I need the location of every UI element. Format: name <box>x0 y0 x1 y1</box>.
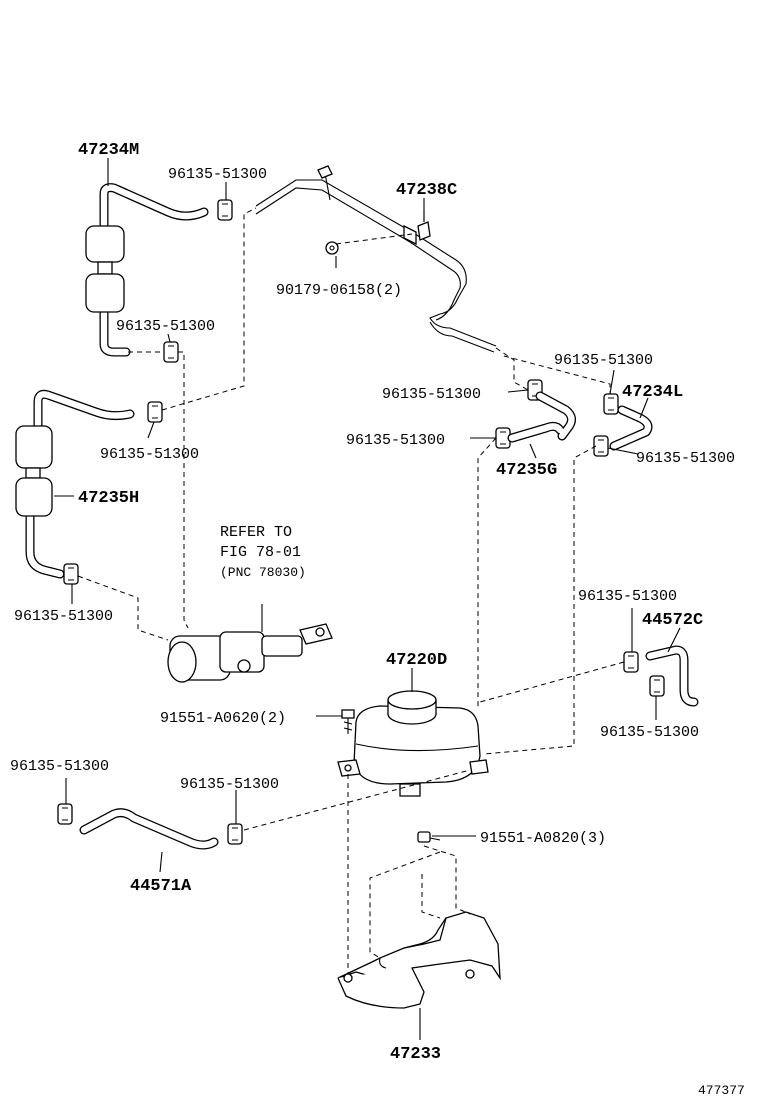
label-96135-h: 96135-51300 <box>14 608 113 625</box>
hose-44572C[interactable] <box>645 645 699 707</box>
hose-47234M[interactable] <box>85 183 209 357</box>
clamp-96135-b[interactable] <box>163 341 179 363</box>
label-refer-to: REFER TO <box>220 524 292 541</box>
label-47220D: 47220D <box>386 651 447 670</box>
label-96135-c: 96135-51300 <box>100 446 199 463</box>
label-96135-g: 96135-51300 <box>636 450 735 467</box>
label-91551-b: 91551-A0820(3) <box>480 830 606 847</box>
label-96135-d: 96135-51300 <box>382 386 481 403</box>
label-96135-b: 96135-51300 <box>116 318 215 335</box>
hose-47234L[interactable] <box>609 405 653 451</box>
label-refer-fig: FIG 78-01 <box>220 544 301 561</box>
figure-number: 477377 <box>698 1083 745 1098</box>
label-96135-k: 96135-51300 <box>10 758 109 775</box>
clamp-96135-j[interactable] <box>649 675 665 697</box>
hose-47235G[interactable] <box>507 391 576 443</box>
label-96135-e: 96135-51300 <box>554 352 653 369</box>
clamp-96135-l[interactable] <box>227 823 243 845</box>
label-96135-f: 96135-51300 <box>346 432 445 449</box>
leader-lines <box>54 158 681 1040</box>
pipe-47238C[interactable] <box>255 165 497 353</box>
clamp-96135-i[interactable] <box>623 651 639 673</box>
label-47234L: 47234L <box>622 383 683 402</box>
master-cylinder[interactable] <box>167 604 333 683</box>
label-refer-pnc: (PNC 78030) <box>220 565 306 580</box>
label-47234M: 47234M <box>78 141 139 160</box>
clamp-96135-g[interactable] <box>593 435 609 457</box>
label-47235G: 47235G <box>496 461 557 480</box>
bolt-91551-A0820[interactable] <box>417 831 441 843</box>
clamp-96135-a[interactable] <box>217 199 233 221</box>
label-44572C: 44572C <box>642 611 703 630</box>
label-47238C: 47238C <box>396 181 457 200</box>
label-96135-i: 96135-51300 <box>578 588 677 605</box>
label-47233: 47233 <box>390 1045 441 1064</box>
label-96135-a: 96135-51300 <box>168 166 267 183</box>
label-44571A: 44571A <box>130 877 192 896</box>
hose-44571A[interactable] <box>79 808 219 850</box>
label-96135-l: 96135-51300 <box>180 776 279 793</box>
hose-47235H[interactable] <box>15 389 135 579</box>
nut-90179-06158[interactable] <box>325 241 339 255</box>
bolt-91551-A0620[interactable] <box>341 709 355 734</box>
clamp-96135-h[interactable] <box>63 563 79 585</box>
label-96135-j: 96135-51300 <box>600 724 699 741</box>
dashed-guides <box>77 207 625 974</box>
clamp-96135-c[interactable] <box>147 401 163 423</box>
reservoir-47220D[interactable] <box>337 690 489 797</box>
clamp-96135-e[interactable] <box>603 393 619 415</box>
label-91551-a: 91551-A0620(2) <box>160 710 286 727</box>
label-47235H: 47235H <box>78 489 139 508</box>
bracket-47233[interactable] <box>337 911 501 1009</box>
label-90179: 90179-06158(2) <box>276 282 402 299</box>
clamp-96135-k[interactable] <box>57 803 73 825</box>
